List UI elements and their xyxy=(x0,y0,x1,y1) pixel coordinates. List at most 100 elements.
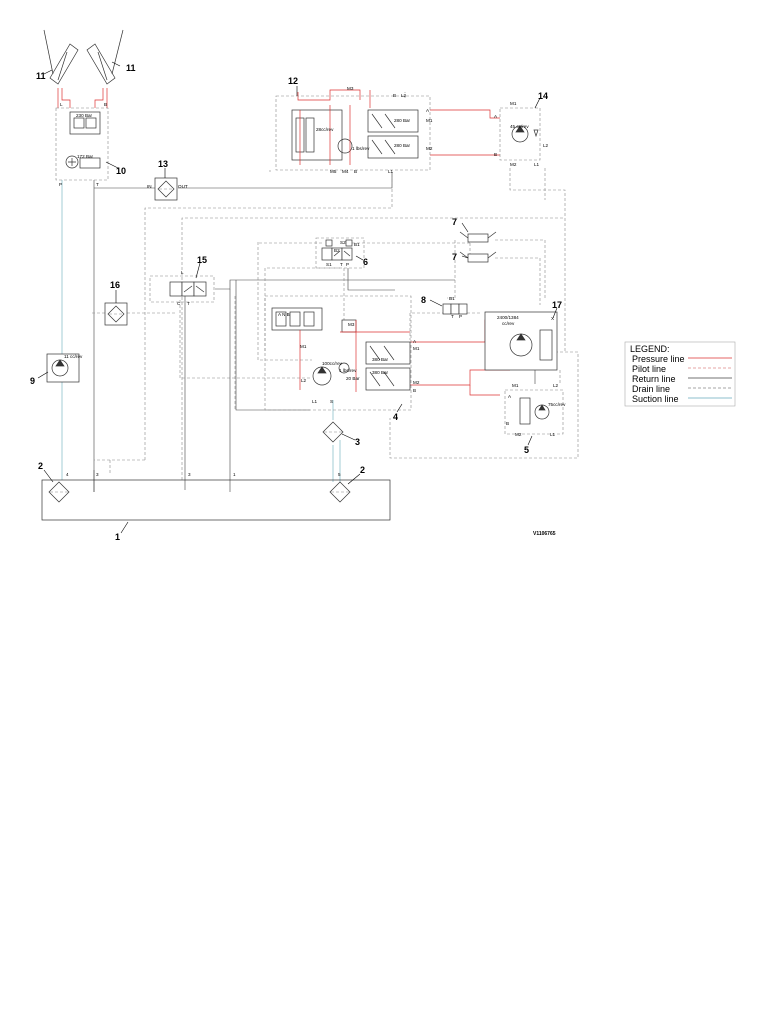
filter-16 xyxy=(104,302,128,326)
pump-4-disp-label: 100cc/rev xyxy=(322,361,343,366)
suction-filter-left xyxy=(48,481,70,503)
port-X-label: X xyxy=(551,316,554,321)
motor-17: 2400/1384 cc/rev X xyxy=(484,311,558,371)
cylinder-7-lower xyxy=(459,251,497,263)
relief-4a-label: 380 Bar xyxy=(372,357,389,362)
legend-item-label: Pressure line xyxy=(632,354,685,364)
tank-port-label: 4 xyxy=(66,472,69,477)
main-pump-4: 100cc/rev 1 lbs/rev 380 Bar 380 Bar 20 B… xyxy=(264,295,420,411)
callout-11-right: 11 xyxy=(126,63,136,73)
port-M3-label: M3 xyxy=(348,322,355,327)
motor-5-flow-label: 75cc/rev xyxy=(548,402,566,407)
filter-13-out-label: OUT xyxy=(178,184,188,189)
relief-12b-label: 280 Bar xyxy=(394,143,411,148)
port-A-label: A xyxy=(413,339,417,344)
port-B-label: B xyxy=(413,388,416,393)
tank-port-label: 1 xyxy=(233,472,236,477)
filter-13: IN OUT xyxy=(147,177,188,201)
port-M1-label: M1 xyxy=(300,344,307,349)
port-B-label: B xyxy=(494,152,497,157)
callout-numbers: 1 2 2 3 4 5 6 7 7 8 9 10 11 11 12 13 14 … xyxy=(30,63,562,542)
callout-12: 12 xyxy=(288,76,298,86)
suction-filter-right xyxy=(329,481,351,503)
hydraulic-tank: 4 3 3 1 5 xyxy=(41,472,391,521)
port-P-label: P xyxy=(346,262,349,267)
port-M2-label: M2 xyxy=(515,432,522,437)
valve-8: B1 T P xyxy=(442,296,468,319)
port-B1-label: B1 xyxy=(449,296,455,301)
pump-4-control-label: A N B xyxy=(278,312,290,317)
port-S2-label: S2 xyxy=(340,240,346,245)
legend-item-label: Drain line xyxy=(632,384,670,394)
legend-item-label: Return line xyxy=(632,374,676,384)
port-A-label: A xyxy=(426,108,430,113)
port-M2-label: M2 xyxy=(510,162,517,167)
steering-valve-10: 230 Bar 172 Bar L B P T xyxy=(55,102,109,187)
port-L-label: L xyxy=(181,270,184,275)
motor-17-unit-label: cc/rev xyxy=(502,321,515,326)
port-P-label: P xyxy=(459,314,462,319)
callout-14: 14 xyxy=(538,91,548,101)
callout-17: 17 xyxy=(552,300,562,310)
steering-relief2-label: 172 Bar xyxy=(77,154,94,159)
pump-9: 11 cc/rev xyxy=(46,353,83,383)
port-M1-label: M1 xyxy=(426,118,433,123)
callout-3: 3 xyxy=(355,437,360,447)
port-A-label: A xyxy=(494,114,498,119)
port-B1-label: B1 xyxy=(354,242,360,247)
port-L2-label: L2 xyxy=(543,143,549,148)
filter-13-in-label: IN xyxy=(147,184,152,189)
port-L2-label: L2 xyxy=(301,378,307,383)
solenoid-valve-6: S2 B1 B2 S1 T P xyxy=(315,237,365,269)
port-B-top-label: B xyxy=(393,93,396,98)
callout-1: 1 xyxy=(115,532,120,542)
legend-title: LEGEND: xyxy=(630,344,670,354)
port-B-label: B xyxy=(354,169,357,174)
port-B2-label: B2 xyxy=(334,248,340,253)
port-M2-label: M2 xyxy=(413,380,420,385)
port-T-label: T xyxy=(187,301,190,306)
port-M3-label: M3 xyxy=(347,86,354,91)
drawing-code: V1106765 xyxy=(533,531,556,537)
port-M1-label: M1 xyxy=(512,383,519,388)
callout-2-right: 2 xyxy=(360,465,365,475)
steering-relief-label: 230 Bar xyxy=(76,113,93,118)
callout-15: 15 xyxy=(197,255,207,265)
port-T-label: T xyxy=(451,314,454,319)
port-B-label: B xyxy=(104,102,107,107)
tank-port-label: 3 xyxy=(188,472,191,477)
port-M5-label: M5 xyxy=(330,169,337,174)
callout-9: 9 xyxy=(30,376,35,386)
port-A-label: A xyxy=(508,394,512,399)
callout-6: 6 xyxy=(363,257,368,267)
port-T-label: T xyxy=(96,182,99,187)
valve-15: L C T xyxy=(149,270,215,306)
callout-13: 13 xyxy=(158,159,168,169)
callout-11-left: 11 xyxy=(36,71,46,81)
callout-7-lower: 7 xyxy=(452,252,457,262)
pump-4-flow-label: 1 lbs/rev xyxy=(339,368,357,373)
port-B-label: B xyxy=(506,421,509,426)
port-M1-right-label: M1 xyxy=(413,346,420,351)
port-C-label: C xyxy=(177,301,181,306)
callout-5: 5 xyxy=(524,445,529,455)
relief-12a-label: 280 Bar xyxy=(394,118,411,123)
port-S-label: S xyxy=(330,399,333,404)
relief-4b-label: 380 Bar xyxy=(372,370,389,375)
motor-5: 75cc/rev A M1 M2 L2 L1 B xyxy=(504,383,566,437)
callout-4: 4 xyxy=(393,412,398,422)
legend-item-label: Pilot line xyxy=(632,364,666,374)
tank-port-label: 3 xyxy=(96,472,99,477)
steering-cylinder-left xyxy=(43,29,79,85)
motor-14-disp-label: 45 cc/rev xyxy=(510,124,529,129)
port-M2-label: M2 xyxy=(426,146,433,151)
relief-4c-label: 20 Bar xyxy=(346,376,360,381)
port-L1-label: L1 xyxy=(550,432,556,437)
port-L1-label: L1 xyxy=(534,162,540,167)
cylinder-7-upper xyxy=(459,231,497,243)
port-L2-label: L2 xyxy=(401,93,407,98)
legend: LEGEND: Pressure line Pilot line Return … xyxy=(624,341,736,407)
travel-motor-12: 28cc/rev 1 lbs/rev 280 Bar 280 Bar M3 M5… xyxy=(275,86,433,174)
return-filter-3 xyxy=(322,421,344,443)
